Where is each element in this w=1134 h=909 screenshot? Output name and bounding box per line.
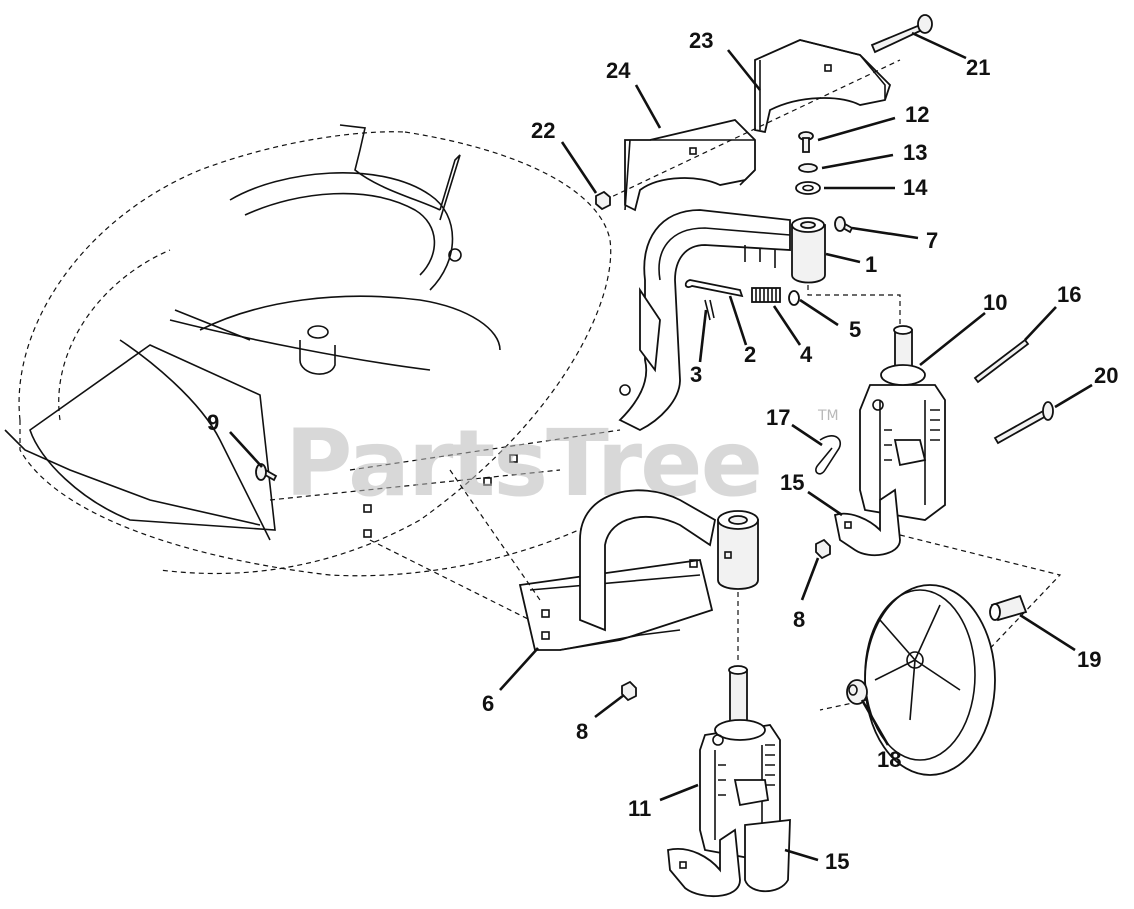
label-part-23: 23: [689, 28, 713, 53]
axle-bolt-part: [993, 401, 1054, 445]
label-part-10: 10: [983, 290, 1007, 315]
label-part-17: 17: [766, 405, 790, 430]
wheel-adjuster-lower-part: [699, 665, 781, 861]
spring-part: [751, 287, 781, 303]
pivot-tube-part: [791, 217, 826, 284]
latch-pin-part: [684, 279, 744, 298]
long-bolt-part: [870, 14, 933, 54]
flat-washer-part: [795, 181, 821, 195]
label-part-1: 1: [865, 252, 877, 277]
cover-left-part: [624, 119, 756, 212]
leader-lines: [229, 31, 1093, 862]
cover-right-part: [754, 39, 892, 134]
nut-22-part: [595, 190, 611, 211]
lock-washer-part: [798, 163, 818, 173]
bolt-12-part: [798, 131, 814, 153]
tube-alignment-line: [807, 285, 901, 330]
label-part-14: 14: [903, 175, 928, 200]
watermark-text: PartsTree: [285, 410, 761, 517]
label-part-21: 21: [966, 55, 990, 80]
label-part-7: 7: [926, 228, 938, 253]
hairpin-part: [815, 435, 842, 475]
label-part-15-lower: 15: [825, 849, 849, 874]
label-part-2: 2: [744, 342, 756, 367]
label-part-6: 6: [482, 691, 494, 716]
label-part-18: 18: [877, 747, 901, 772]
alignment-line-upper: [604, 59, 901, 201]
mower-deck-outline: [4, 124, 621, 577]
label-part-20: 20: [1094, 363, 1118, 388]
part-labels: 1 2 3 4 5 6 7 8 8 9 10 11 12 13 14 15 15…: [207, 28, 1118, 874]
hook-upper-part: [833, 488, 901, 557]
screw-9-part: [255, 463, 278, 482]
rod-16-part: [973, 338, 1030, 384]
wheel-adjuster-upper-part: [859, 325, 946, 521]
nut-lower-part: [621, 680, 637, 702]
label-part-12: 12: [905, 102, 929, 127]
bolt-7-part: [834, 216, 854, 234]
label-part-5: 5: [849, 317, 861, 342]
axle-spacer-part: [989, 594, 1028, 622]
label-part-19: 19: [1077, 647, 1101, 672]
label-part-8-upper: 8: [793, 607, 805, 632]
alignment-line-lower: [369, 539, 531, 621]
front-bracket-part: [518, 489, 759, 651]
washer-part: [788, 290, 800, 306]
label-part-8-lower: 8: [576, 719, 588, 744]
label-part-13: 13: [903, 140, 927, 165]
label-part-4: 4: [800, 342, 813, 367]
label-part-22: 22: [531, 118, 555, 143]
pivot-handle-part: [618, 209, 791, 432]
label-part-11: 11: [628, 796, 651, 821]
wheel-part: [819, 534, 1062, 776]
label-part-9: 9: [207, 410, 219, 435]
bushing-part: [846, 679, 868, 705]
hook-lower-part: [667, 818, 791, 898]
watermark-tm: TM: [817, 408, 839, 424]
cotter-pin-part: [704, 299, 715, 321]
nut-upper-part: [815, 538, 831, 560]
label-part-24: 24: [606, 58, 631, 83]
label-part-16: 16: [1057, 282, 1081, 307]
label-part-15-upper: 15: [780, 470, 804, 495]
label-part-3: 3: [690, 362, 702, 387]
